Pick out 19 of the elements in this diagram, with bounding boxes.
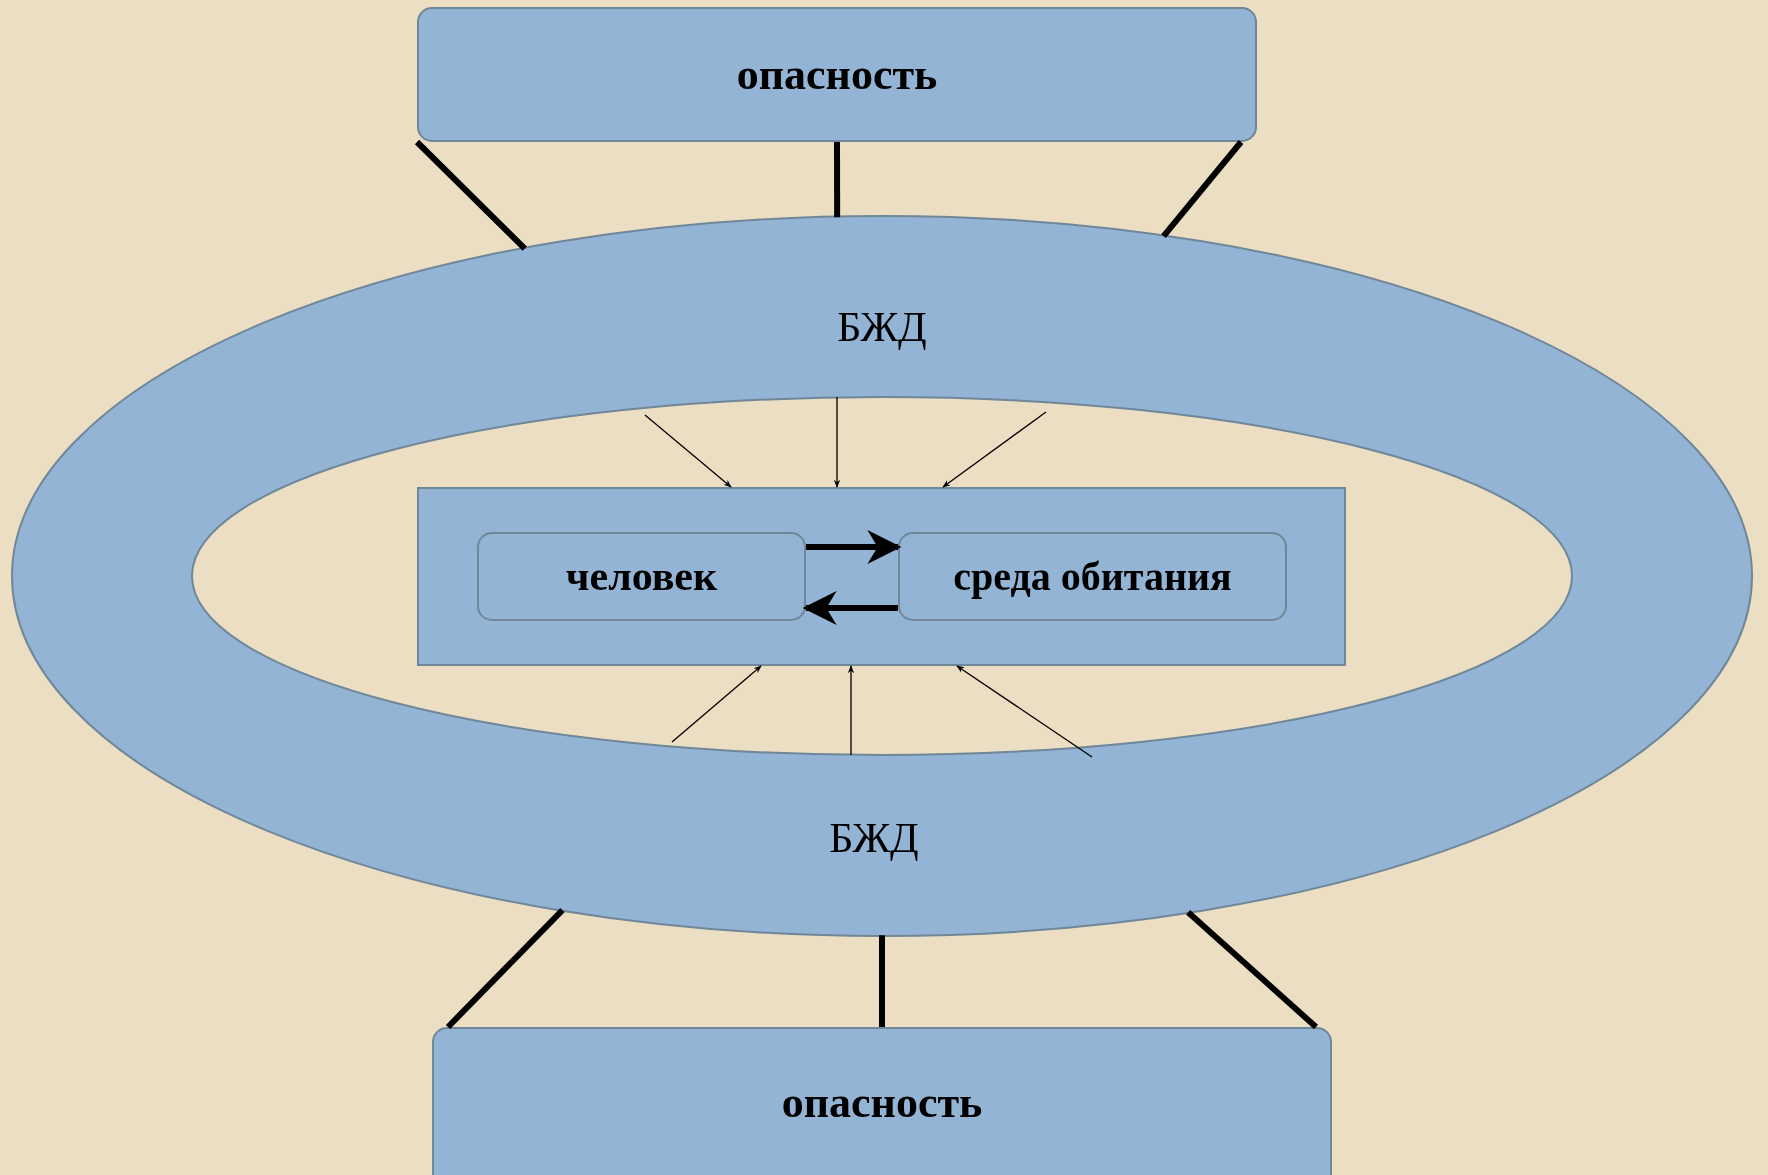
connector-line bbox=[879, 935, 885, 1027]
arrow bbox=[942, 411, 1047, 488]
box-label: опасность bbox=[735, 53, 939, 96]
box-label: опасность bbox=[780, 1082, 984, 1124]
connector-line bbox=[414, 139, 527, 251]
arrow bbox=[806, 530, 902, 564]
connector-line bbox=[445, 907, 565, 1030]
arrow bbox=[644, 414, 732, 488]
arrow bbox=[847, 665, 855, 756]
arrow bbox=[956, 665, 1093, 758]
arrow bbox=[802, 591, 898, 625]
arrow bbox=[671, 665, 762, 743]
arrow bbox=[833, 396, 841, 488]
ring-label: БЖД bbox=[828, 816, 920, 859]
connector-line bbox=[1161, 140, 1244, 239]
box-label: человек bbox=[564, 556, 719, 597]
ring-label: БЖД bbox=[836, 305, 928, 348]
connector-line bbox=[1186, 909, 1318, 1030]
connector-line bbox=[834, 142, 841, 218]
